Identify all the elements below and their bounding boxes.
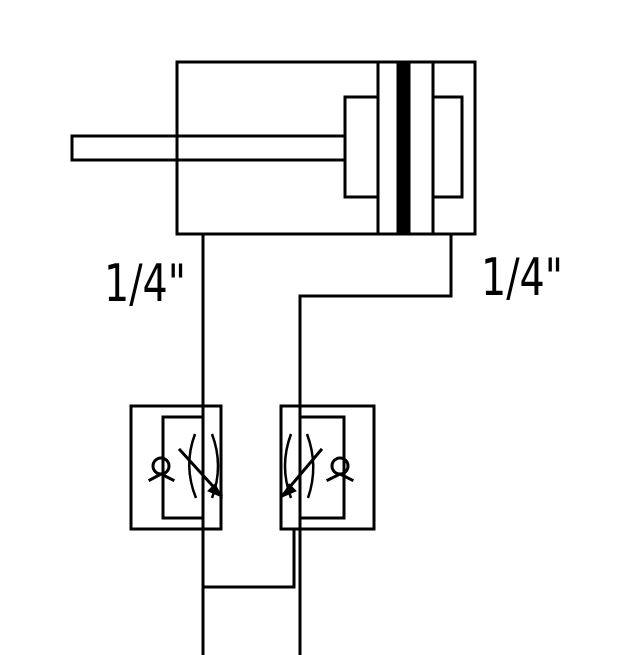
check-valve-ball (330, 456, 350, 476)
valve-housing (129, 404, 223, 531)
piston-right-plate (407, 60, 435, 236)
valve-bypass-path (161, 415, 205, 520)
cap-end-cushion (431, 95, 464, 199)
flow-control-valve-left (129, 404, 224, 531)
piston-left-plate (376, 60, 400, 236)
flow-control-valve-right (279, 404, 376, 531)
valve-crossover-line (201, 528, 296, 589)
rod-end-cushion (343, 95, 380, 199)
throttle-restriction-right (210, 433, 220, 499)
valve-housing (279, 404, 376, 531)
check-valve-seat (325, 472, 355, 483)
check-valve-ball (151, 456, 171, 476)
piston-core (399, 62, 408, 234)
valve-bypass-path (298, 415, 346, 520)
piston-rod (70, 134, 347, 162)
cylinder-body (175, 60, 477, 236)
left-port-label: 1/4" (104, 254, 186, 314)
check-valve-seat (147, 472, 176, 483)
air-lines (201, 232, 453, 655)
throttle-restriction-left (188, 433, 198, 499)
right-port-label: 1/4" (481, 248, 563, 308)
throttle-restriction-left (283, 433, 293, 499)
cylinder (70, 60, 477, 236)
throttle-restriction-right (305, 433, 315, 499)
